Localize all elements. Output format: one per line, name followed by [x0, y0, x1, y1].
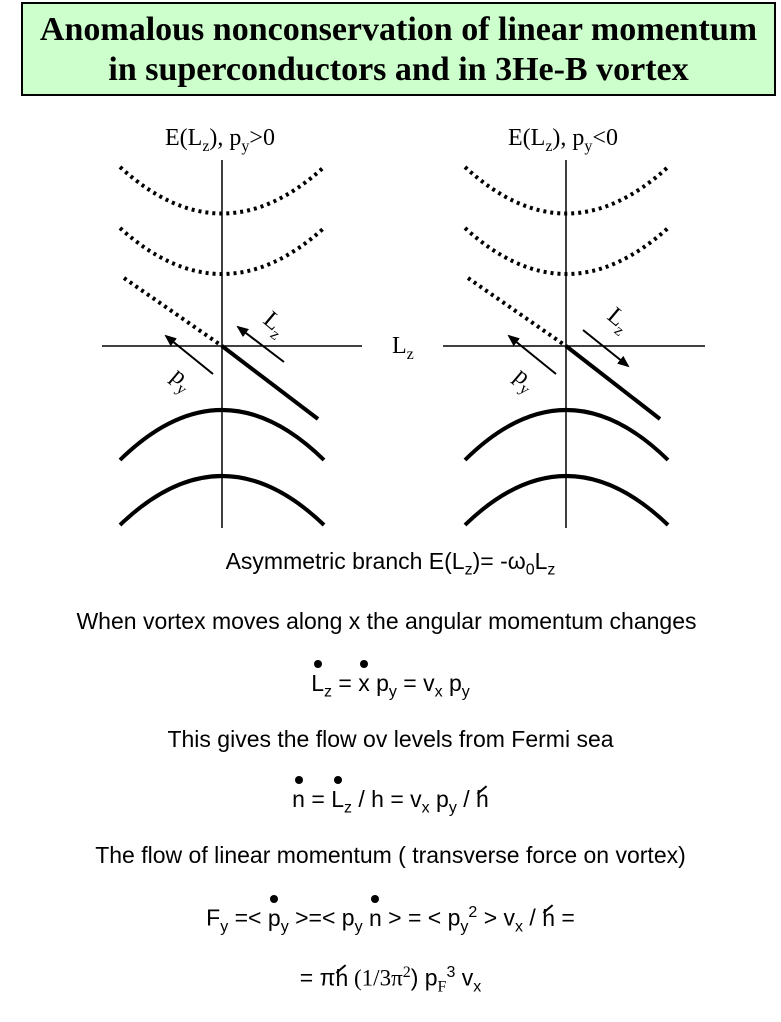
flow-sentence: This gives the flow ov levels from Fermi…: [167, 726, 614, 752]
left-lz-arrow: [236, 325, 285, 363]
right-py-arrow: [507, 334, 557, 375]
left-panel: E(Lz), py>0 py Lz: [102, 125, 362, 528]
right-upper-dotted-branch-2: [463, 226, 670, 276]
right-panel: E(Lz), py<0 py Lz: [443, 125, 705, 528]
equation-force-result: = πh (1/3π2) pF3 vx: [299, 964, 482, 996]
branch-caption: Asymmetric branch E(Lz)= -ω0Lz: [225, 548, 556, 579]
right-upper-dotted-branch-1: [463, 165, 670, 216]
equation-force: Fy =< py >=< py n > = < py2 > vx / h =: [206, 894, 575, 936]
left-lower-branch-1: [118, 408, 326, 462]
left-asymmetric-branch-solid: [220, 344, 320, 421]
right-lz-arrow-label: Lz: [600, 303, 636, 340]
equation-n-dot: n = Lz / h = vx py / h: [292, 776, 489, 817]
momentum-sentence: The flow of linear momentum ( transverse…: [95, 842, 686, 868]
title-line-2: in superconductors and in 3He-B vortex: [108, 51, 689, 88]
right-lz-arrow: [582, 329, 630, 368]
right-asymmetric-branch-dotted: [466, 276, 568, 348]
right-lower-branch-1: [463, 408, 670, 462]
left-upper-dotted-branch-1: [118, 165, 326, 216]
right-lower-branch-2: [463, 474, 670, 527]
right-py-label: py: [507, 363, 542, 399]
left-py-label: py: [164, 363, 199, 399]
energy-spectrum-diagram: E(Lz), py>0 py Lz Lz E(Lz), py<0: [102, 125, 705, 528]
vortex-sentence: When vortex moves along x the angular mo…: [76, 608, 697, 634]
left-py-arrow: [164, 334, 214, 375]
lz-axis-label: Lz: [392, 333, 414, 363]
equation-lz-dot: Lz = x py = vx py: [311, 660, 470, 701]
right-panel-label: E(Lz), py<0: [508, 125, 618, 155]
left-panel-label: E(Lz), py>0: [165, 125, 275, 155]
slide-title: Anomalous nonconservation of linear mome…: [21, 2, 776, 96]
left-lower-branch-2: [118, 474, 326, 527]
right-asymmetric-branch-solid: [564, 344, 662, 421]
title-line-1: Anomalous nonconservation of linear mome…: [39, 11, 758, 48]
left-upper-dotted-branch-2: [118, 226, 326, 276]
left-asymmetric-branch-dotted: [122, 276, 224, 348]
left-lz-arrow-label: Lz: [256, 307, 292, 344]
